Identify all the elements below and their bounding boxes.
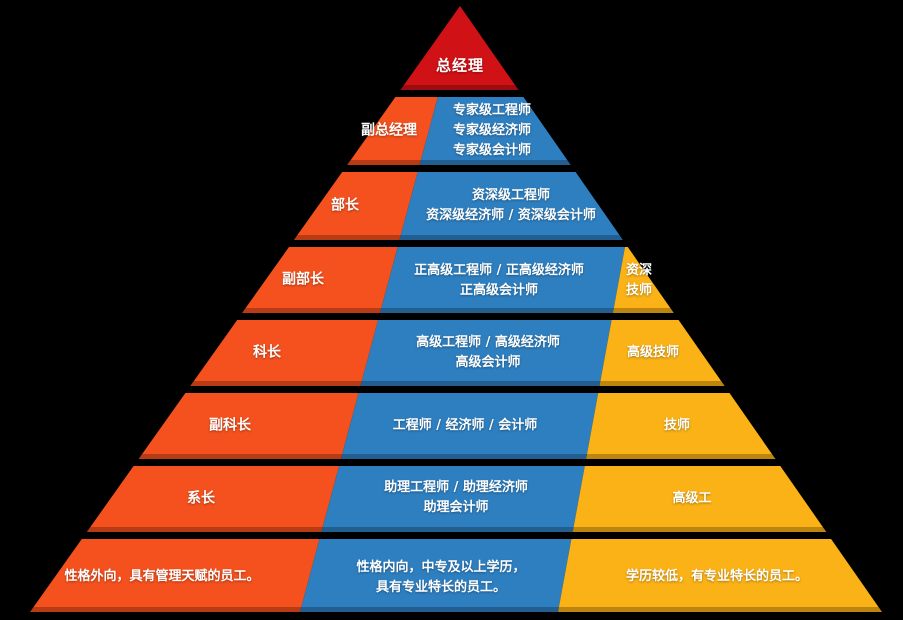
- professional-band-2: [399, 172, 623, 240]
- band-shadow: [347, 160, 571, 165]
- professional-base-label: 性格内向，中专及以上学历， 具有专业特长的员工。: [356, 560, 526, 595]
- management-band-5: [138, 393, 359, 459]
- management-level-5-label: 副科长: [209, 417, 251, 434]
- technical-level-3-label: 技师: [663, 418, 691, 433]
- technical-level-1-label: 资深 技师: [625, 263, 653, 298]
- management-band-2: [293, 172, 418, 240]
- band-shadow: [138, 454, 776, 459]
- management-base-label: 性格外向，具有管理天赋的员工。: [64, 569, 260, 584]
- management-level-1-label: 副总经理: [361, 122, 417, 139]
- management-base-band: [30, 539, 320, 612]
- band-shadow: [242, 308, 674, 313]
- management-level-4-label: 科长: [253, 344, 281, 361]
- professional-level-5-label: 工程师 / 经济师 / 会计师: [392, 418, 538, 433]
- professional-level-4-label: 高级工程师 / 高级经济师 高级会计师: [416, 335, 560, 370]
- professional-band-1: [419, 97, 571, 165]
- technical-band-2: [599, 320, 725, 386]
- professional-band-4: [360, 320, 612, 386]
- technical-level-2-label: 高级技师: [626, 345, 680, 360]
- technical-band-4: [572, 466, 827, 532]
- technical-base-band: [558, 539, 882, 612]
- management-level-3-label: 副部长: [282, 271, 324, 288]
- management-band-1: [347, 97, 438, 165]
- band-shadow: [400, 85, 519, 90]
- management-band-4: [190, 320, 379, 386]
- management-level-6-label: 系长: [187, 490, 215, 507]
- professional-band-6: [321, 466, 585, 532]
- band-shadow: [30, 607, 882, 612]
- professional-level-1-label: 专家级工程师 专家级经济师 专家级会计师: [452, 103, 532, 158]
- apex-label: 总经理: [435, 56, 485, 75]
- professional-band-5: [340, 393, 599, 459]
- management-band-3: [242, 247, 398, 313]
- professional-level-2-label: 资深级工程师 资深级经济师 / 资深级会计师: [426, 188, 596, 223]
- technical-level-4-label: 高级工: [672, 491, 712, 506]
- management-level-2-label: 部长: [331, 197, 359, 214]
- technical-band-1: [612, 247, 674, 313]
- professional-level-6-label: 助理工程师 / 助理经济师 助理会计师: [384, 480, 528, 515]
- professional-level-3-label: 正高级工程师 / 正高级经济师 正高级会计师: [414, 263, 584, 298]
- technical-band-3: [586, 393, 776, 459]
- apex-band: [400, 6, 519, 90]
- band-shadow: [86, 527, 827, 532]
- professional-base-band: [300, 539, 572, 612]
- technical-base-label: 学历较低，有专业特长的员工。: [625, 569, 809, 584]
- band-shadow: [190, 381, 725, 386]
- band-shadow: [293, 235, 623, 240]
- management-band-6: [86, 466, 340, 532]
- professional-band-3: [380, 247, 625, 313]
